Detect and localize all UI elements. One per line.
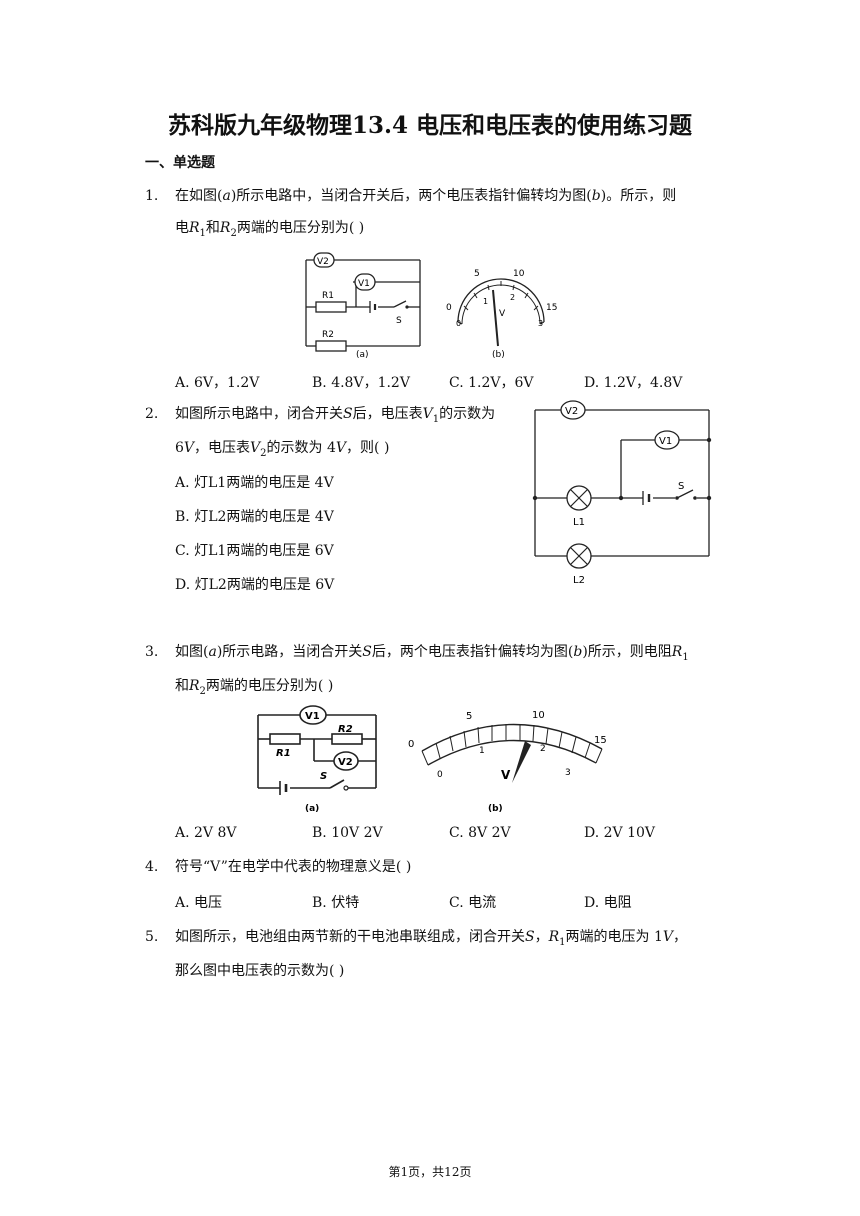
q1-s-label: S xyxy=(396,316,402,326)
q1-tick-0b: 0 xyxy=(456,319,461,328)
question-number: 1. xyxy=(145,188,159,204)
q1-v2-label: V2 xyxy=(317,257,329,267)
option-a: A. 2V 8V xyxy=(175,825,237,841)
page-footer: 第1页，共12页 xyxy=(388,1165,472,1179)
q1-r2-label: R2 xyxy=(322,330,334,340)
q1-r1-label: R1 xyxy=(322,291,334,301)
question-text-line2: 电R1和R2两端的电压分别为( ) xyxy=(175,220,365,239)
q3-tick-2: 2 xyxy=(540,744,546,754)
q1-tick-5: 5 xyxy=(474,269,480,279)
option-c: C. 灯L1两端的电压是 6V xyxy=(175,543,334,559)
question-text: 如图所示电路中，闭合开关S后，电压表V1的示数为 xyxy=(175,406,496,425)
section-heading: 一、单选题 xyxy=(145,155,215,171)
q1-v1-label: V1 xyxy=(358,279,370,289)
option-c: C. 1.2V，6V xyxy=(449,375,534,391)
q2-l1-label: L1 xyxy=(573,517,585,528)
q2-s-label: S xyxy=(678,481,684,492)
option-d: D. 灯L2两端的电压是 6V xyxy=(175,577,335,593)
option-d: D. 电阻 xyxy=(584,895,632,911)
option-c: C. 8V 2V xyxy=(449,825,511,841)
question-text: 在如图(a)所示电路中，当闭合开关后，两个电压表指针偏转均为图(b)。所示，则 xyxy=(175,188,677,204)
q3-b-label: (b) xyxy=(488,804,503,814)
q3-tick-0: 0 xyxy=(408,739,414,750)
page-title: 苏科版九年级物理13.4 电压和电压表的使用练习题 xyxy=(167,112,693,139)
q3-tick-15: 15 xyxy=(594,735,607,746)
q1-tick-2: 2 xyxy=(510,293,515,302)
option-b: B. 10V 2V xyxy=(312,825,383,841)
option-b: B. 4.8V，1.2V xyxy=(312,375,410,391)
q1-tick-15: 15 xyxy=(546,303,557,313)
question-text-line2: 那么图中电压表的示数为( ) xyxy=(175,963,345,979)
q3-a-label: (a) xyxy=(305,804,319,814)
q3-v2-label: V2 xyxy=(338,757,353,768)
q1-tick-10: 10 xyxy=(513,269,525,279)
question-text: 符号“V”在电学中代表的物理意义是( ) xyxy=(175,859,412,875)
option-a: A. 6V，1.2V xyxy=(175,375,260,391)
option-c: C. 电流 xyxy=(449,895,497,911)
q2-v2-label: V2 xyxy=(565,406,578,417)
q2-figure: V2 V1 S L1 L2 xyxy=(532,400,712,586)
question-text-line2: 和R2两端的电压分别为( ) xyxy=(175,678,334,697)
q1-tick-3: 3 xyxy=(538,319,543,328)
question-text-line2: 6V，电压表V2的示数为 4V，则( ) xyxy=(175,440,390,459)
question-number: 4. xyxy=(145,859,159,875)
option-a: A. 灯L1两端的电压是 4V xyxy=(175,475,334,491)
q3-tick-0b: 0 xyxy=(437,770,443,780)
q3-tick-1: 1 xyxy=(479,746,485,756)
option-d: D. 1.2V，4.8V xyxy=(584,375,683,391)
q2-v1-label: V1 xyxy=(659,436,672,447)
option-d: D. 2V 10V xyxy=(584,825,656,841)
option-b: B. 灯L2两端的电压是 4V xyxy=(175,509,334,525)
question-text: 如图所示，电池组由两节新的干电池串联组成，闭合开关S，R1两端的电压为 1V， xyxy=(175,929,687,948)
q1-a-label: (a) xyxy=(356,350,369,360)
q1-tick-1: 1 xyxy=(483,297,488,306)
q3-figure: V1 R2 R1 V2 S (a) 0 5 10 15 0 1 2 3 V (b… xyxy=(257,705,607,814)
question-number: 3. xyxy=(145,644,159,660)
q1-figure: V2 V1 R1 R2 S (a) 0 5 10 15 0 1 2 3 V (b… xyxy=(305,252,557,360)
question-number: 2. xyxy=(145,406,159,422)
q3-r1-label: R1 xyxy=(276,748,291,759)
question-text: 如图(a)所示电路，当闭合开关S后，两个电压表指针偏转均为图(b)所示，则电阻R… xyxy=(175,644,689,663)
q3-meter-v: V xyxy=(501,768,511,782)
option-a: A. 电压 xyxy=(175,895,223,911)
q3-s-label: S xyxy=(320,771,327,782)
q3-tick-3: 3 xyxy=(565,768,571,778)
q3-r2-label: R2 xyxy=(338,724,353,735)
option-b: B. 伏特 xyxy=(312,895,360,911)
q3-tick-5: 5 xyxy=(466,711,472,722)
q2-l2-label: L2 xyxy=(573,575,585,586)
q1-zero-top: 0 xyxy=(446,303,452,313)
q1-meter-v: V xyxy=(499,309,506,319)
q1-b-label: (b) xyxy=(492,350,505,360)
q3-tick-10: 10 xyxy=(532,710,545,721)
q3-v1-label: V1 xyxy=(305,711,320,722)
question-number: 5. xyxy=(145,929,159,945)
